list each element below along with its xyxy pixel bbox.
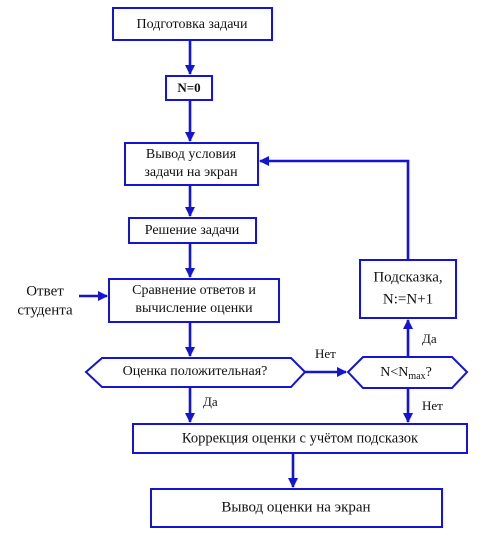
show-task-label-line2: задачи на экран (144, 165, 238, 180)
correct-grade-label: Коррекция оценки с учётом подсказок (182, 430, 419, 446)
edge-label-grade-yes: Да (203, 394, 218, 409)
show-grade-label: Вывод оценки на экран (221, 499, 370, 515)
show-task-label-line1: Вывод условия (146, 147, 237, 162)
compare-label-line2: вычисление оценки (135, 301, 253, 316)
grade-positive-label: Оценка положительная? (123, 364, 268, 379)
arrow-hint-loop-to-show-task (259, 156, 410, 260)
node-prepare-task: Подготовка задачи (112, 7, 273, 41)
n-less-nmax-label: N<Nmax? (380, 365, 432, 382)
n-less-nmax-suffix: ? (426, 365, 432, 380)
edge-label-grade-no: Нет (315, 346, 336, 361)
prepare-task-label: Подготовка задачи (137, 17, 248, 32)
node-correct-grade: Коррекция оценки с учётом подсказок (132, 423, 468, 454)
edge-label-nmax-no: Нет (422, 398, 443, 413)
node-solve-task: Решение задачи (128, 217, 257, 244)
student-answer-input: Ответ студента (17, 283, 73, 318)
decision-grade-positive: Оценка положительная? (84, 357, 307, 388)
init-counter-label: N=0 (177, 80, 200, 95)
node-show-task: Вывод условия задачи на экран (124, 142, 259, 186)
compare-label-line1: Сравнение ответов и (132, 283, 256, 298)
solve-task-label: Решение задачи (145, 223, 240, 238)
student-answer-label-line1: Ответ (26, 283, 64, 299)
hint-label-line1: Подсказка, (373, 269, 442, 285)
node-hint: Подсказка, N:=N+1 (359, 259, 457, 319)
n-less-nmax-subscript: max (408, 371, 425, 382)
edge-label-nmax-yes: Да (422, 331, 437, 346)
node-compare: Сравнение ответов и вычисление оценки (108, 278, 280, 323)
node-init-counter: N=0 (165, 75, 213, 101)
connectors (79, 40, 413, 488)
student-answer-label-line2: студента (17, 302, 73, 318)
hint-label-line2: N:=N+1 (383, 291, 433, 307)
n-less-nmax-prefix: N<N (380, 365, 408, 380)
decision-n-less-nmax: N<Nmax? (346, 356, 469, 389)
node-show-grade: Вывод оценки на экран (150, 488, 443, 528)
